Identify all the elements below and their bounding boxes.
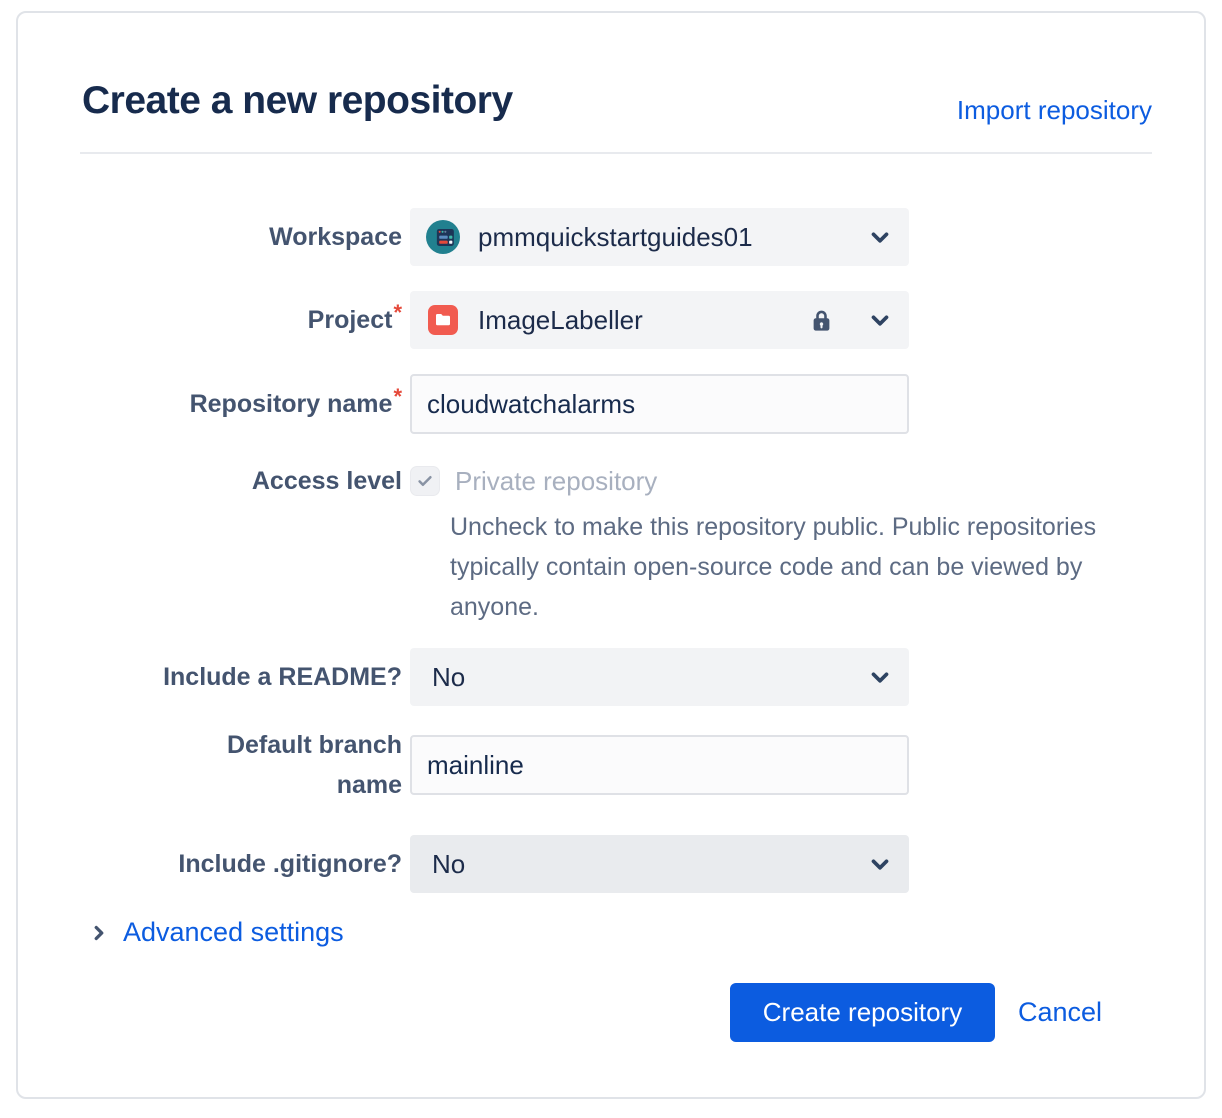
- include-gitignore-select[interactable]: No: [410, 835, 909, 893]
- include-readme-value: No: [432, 661, 466, 692]
- chevron-down-icon: [867, 851, 893, 877]
- access-level-label: Access level: [251, 467, 402, 495]
- project-label: Project*: [307, 299, 402, 334]
- private-repository-checkbox[interactable]: [410, 466, 440, 496]
- default-branch-label: Default branch name: [226, 731, 402, 799]
- lock-icon: [808, 307, 835, 334]
- create-repository-dialog: Create a new repository Import repositor…: [16, 11, 1206, 1099]
- repository-name-input[interactable]: [410, 374, 909, 434]
- access-level-help-text: Uncheck to make this repository public. …: [450, 513, 1097, 621]
- workspace-select[interactable]: pmmquickstartguides01: [410, 208, 909, 266]
- header-divider: [80, 152, 1152, 154]
- create-repository-button[interactable]: Create repository: [730, 983, 995, 1042]
- include-readme-select[interactable]: No: [410, 648, 909, 706]
- access-level-row: Access level Private repository: [82, 461, 657, 501]
- cancel-button[interactable]: Cancel: [1018, 997, 1103, 1027]
- workspace-row: Workspace pmmquickstartguides01: [82, 208, 909, 266]
- include-gitignore-row: Include .gitignore? No: [82, 835, 909, 893]
- chevron-down-icon: [867, 307, 893, 333]
- import-repository-link[interactable]: Import repository: [956, 95, 1152, 125]
- required-asterisk: *: [393, 299, 402, 325]
- project-folder-icon: [428, 305, 458, 335]
- dialog-actions: Create repository Cancel: [730, 983, 1102, 1042]
- include-readme-row: Include a README? No: [82, 648, 909, 706]
- default-branch-input[interactable]: [410, 735, 909, 795]
- workspace-avatar-icon: [426, 220, 460, 254]
- required-asterisk: *: [393, 383, 402, 409]
- project-select[interactable]: ImageLabeller: [410, 291, 909, 349]
- private-repository-label: Private repository: [455, 465, 658, 496]
- workspace-value: pmmquickstartguides01: [478, 221, 753, 252]
- include-gitignore-label: Include .gitignore?: [178, 850, 402, 878]
- check-icon: [418, 476, 432, 486]
- repository-name-label: Repository name*: [189, 383, 402, 418]
- project-row: Project* ImageLabeller: [82, 291, 909, 349]
- chevron-down-icon: [867, 664, 893, 690]
- repository-name-row: Repository name*: [82, 374, 909, 434]
- project-value: ImageLabeller: [478, 304, 643, 335]
- default-branch-row: Default branch name: [82, 725, 909, 805]
- advanced-settings-toggle[interactable]: Advanced settings: [88, 917, 344, 948]
- advanced-settings-label: Advanced settings: [123, 917, 344, 947]
- workspace-label: Workspace: [269, 223, 402, 251]
- include-gitignore-value: No: [432, 848, 466, 879]
- include-readme-label: Include a README?: [163, 663, 402, 691]
- page-title: Create a new repository: [82, 79, 513, 122]
- chevron-down-icon: [867, 224, 893, 250]
- chevron-right-icon: [88, 922, 110, 944]
